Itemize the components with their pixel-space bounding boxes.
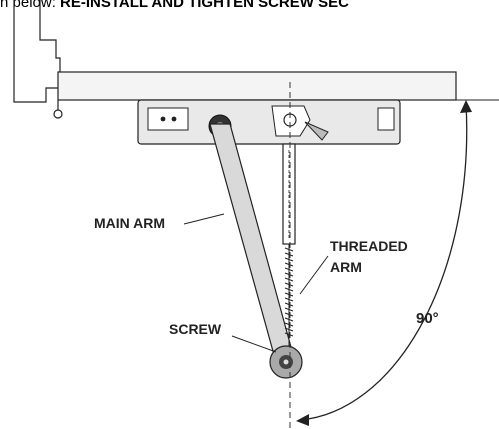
caption: n below: RE-INSTALL AND TIGHTEN SCREW SE… <box>0 0 349 12</box>
label-main-arm: MAIN ARM <box>94 215 166 231</box>
angle-arc <box>299 103 468 421</box>
label-screw: SCREW <box>169 321 222 337</box>
label-threaded-arm-line1: THREADED <box>330 238 408 254</box>
threaded-rod <box>284 244 294 346</box>
caption-lead: n below: <box>0 0 56 11</box>
door-jamb <box>13 0 61 103</box>
arrow-top-icon <box>460 100 472 113</box>
closer-body <box>137 99 401 145</box>
arrow-bottom-icon <box>296 414 309 426</box>
door-panel <box>57 71 457 101</box>
leader-lines <box>183 213 329 353</box>
label-angle: 90° <box>416 310 439 327</box>
caption-instruction: RE-INSTALL AND TIGHTEN SCREW SEC <box>60 0 349 11</box>
main-arm <box>209 123 295 363</box>
screw-joint-icon <box>269 345 303 379</box>
threaded-arm-tube <box>282 143 296 245</box>
label-threaded-arm-line2: ARM <box>330 259 362 275</box>
hanger-ring-icon <box>53 100 63 119</box>
